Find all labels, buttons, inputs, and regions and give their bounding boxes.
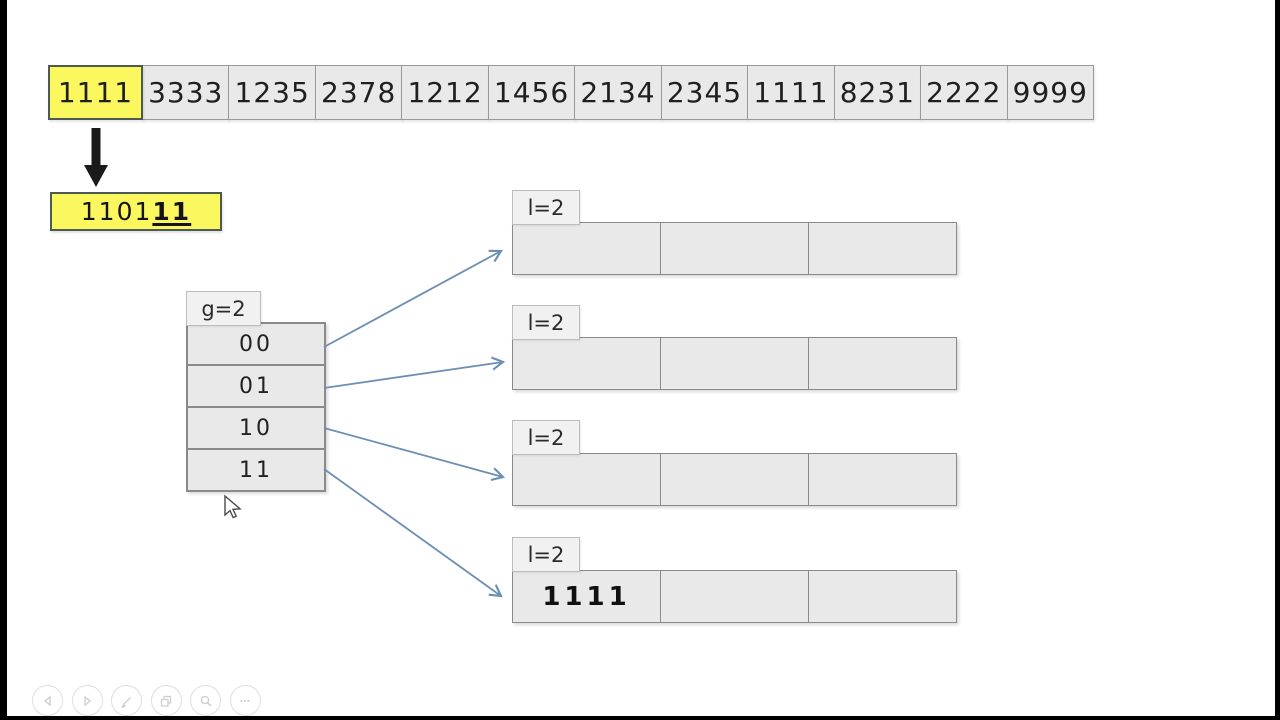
pointer-10-to-bucket-3 (323, 427, 506, 482)
directory-entry-00: 00 (239, 331, 273, 357)
array-cell: 8231 (833, 65, 922, 120)
array-cell: 1212 (401, 65, 489, 120)
insert-arrow (84, 128, 108, 187)
pointer-01-to-bucket-2 (323, 356, 506, 389)
bucket-2-depth-tab: l=2 (512, 305, 580, 340)
previous-button[interactable] (32, 685, 63, 716)
next-button[interactable] (71, 685, 103, 716)
array-cell: 1235 (228, 65, 316, 120)
ellipsis-icon (240, 699, 250, 702)
hash-prefix: 1101 (80, 197, 153, 226)
letterbox-right (1275, 0, 1280, 720)
array-cell: 3333 (142, 65, 230, 120)
bucket-cell (660, 223, 808, 274)
pointer-00-to-bucket-1 (323, 249, 503, 348)
bucket-1-depth-tab: l=2 (512, 190, 580, 225)
player-toolbar (32, 685, 261, 716)
bucket-2 (512, 337, 957, 390)
directory-entry-11: 11 (188, 448, 324, 490)
previous-icon (43, 695, 51, 706)
more-button[interactable] (229, 685, 261, 716)
pencil-button[interactable] (111, 685, 142, 716)
bucket-cell (808, 571, 956, 622)
global-depth-tab: g=2 (186, 291, 261, 326)
mouse-cursor (224, 494, 242, 519)
bucket-cell-filled: 1111 (542, 581, 631, 612)
copy-button[interactable] (150, 685, 182, 716)
bucket-cell (808, 223, 956, 274)
bucket-1 (512, 222, 957, 275)
bucket-cell (808, 338, 956, 389)
magnifier-icon (200, 695, 212, 707)
directory-entry-10: 10 (188, 406, 324, 448)
pencil-icon (120, 696, 131, 708)
bucket-cell (660, 454, 808, 505)
bucket-3-depth-tab: l=2 (512, 420, 580, 455)
pointer-11-to-bucket-4 (323, 468, 503, 598)
copy-icon (160, 695, 172, 707)
bucket-3 (512, 453, 957, 506)
input-array: 1111 3333 1235 2378 1212 1456 2134 2345 … (48, 65, 1094, 120)
letterbox-left (0, 0, 7, 720)
hash-suffix: 11 (152, 197, 192, 226)
bucket-cell (660, 571, 808, 622)
bucket-cell (808, 454, 956, 505)
zoom-button[interactable] (190, 685, 221, 716)
directory-entry-01: 01 (188, 364, 324, 406)
array-cell: 2378 (314, 65, 403, 120)
array-cell: 9999 (1006, 65, 1094, 120)
bucket-4-depth-tab: l=2 (512, 537, 580, 572)
array-cell: 2222 (920, 65, 1008, 120)
bucket-cell (660, 338, 808, 389)
next-icon (84, 695, 92, 706)
array-cell: 1111 (747, 65, 835, 120)
array-cell: 2134 (574, 65, 662, 120)
bucket-cell (513, 454, 660, 505)
bucket-4: 1111 (512, 570, 957, 623)
array-cell: 2345 (660, 65, 749, 120)
bucket-cell (513, 223, 660, 274)
letterbox-bottom (0, 716, 1280, 720)
bucket-cell (513, 338, 660, 389)
array-cell-highlighted: 1111 (48, 65, 143, 120)
directory: 00 01 10 11 (186, 322, 326, 492)
array-cell: 1456 (487, 65, 576, 120)
